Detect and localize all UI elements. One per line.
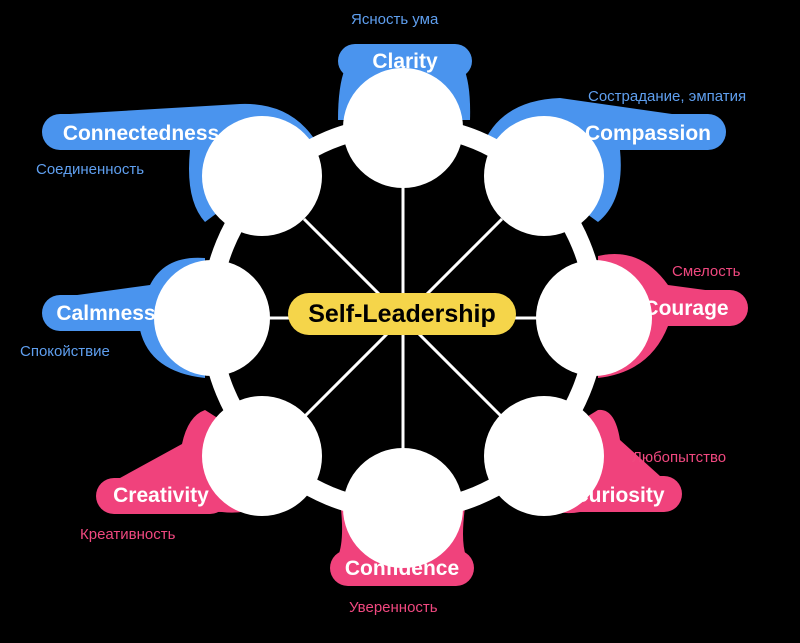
node-clarity [343,68,463,188]
node-confidence [343,448,463,568]
petal-clarity-cap [338,44,472,78]
translation-calmness: Спокойствие [20,343,110,360]
node-curiosity [484,396,604,516]
petal-connectedness-cap [42,114,242,150]
translation-compassion: Сострадание, эмпатия [588,88,747,105]
node-creativity [202,396,322,516]
label-curiosity: Curiosity [573,484,664,507]
label-confidence: Confidence [345,557,459,580]
label-courage: Courage [643,297,728,320]
petal-creativity-cap [96,478,228,514]
translation-curiosity: Любопытство [632,449,727,466]
translation-clarity: Ясность ума [351,11,439,28]
petal-courage-cap [626,290,748,326]
petal-calmness-cap [42,295,172,331]
label-compassion: Compassion [585,122,711,145]
node-courage [536,260,652,376]
node-connectedness [202,116,322,236]
node-compassion [484,116,604,236]
translation-courage: Смелость [672,263,741,280]
petal-compassion-cap [572,114,726,150]
translation-connectedness: Соединенность [36,161,145,178]
label-connectedness: Connectedness [63,122,219,145]
node-calmness [154,260,270,376]
label-clarity: Clarity [372,50,438,73]
translation-creativity: Креативность [80,526,176,543]
translation-confidence: Уверенность [349,599,438,616]
petal-confidence-cap [330,550,474,586]
label-calmness: Calmness [56,302,155,325]
label-creativity: Creativity [113,484,209,507]
center-label-self-leadership: Self-Leadership [288,293,516,335]
